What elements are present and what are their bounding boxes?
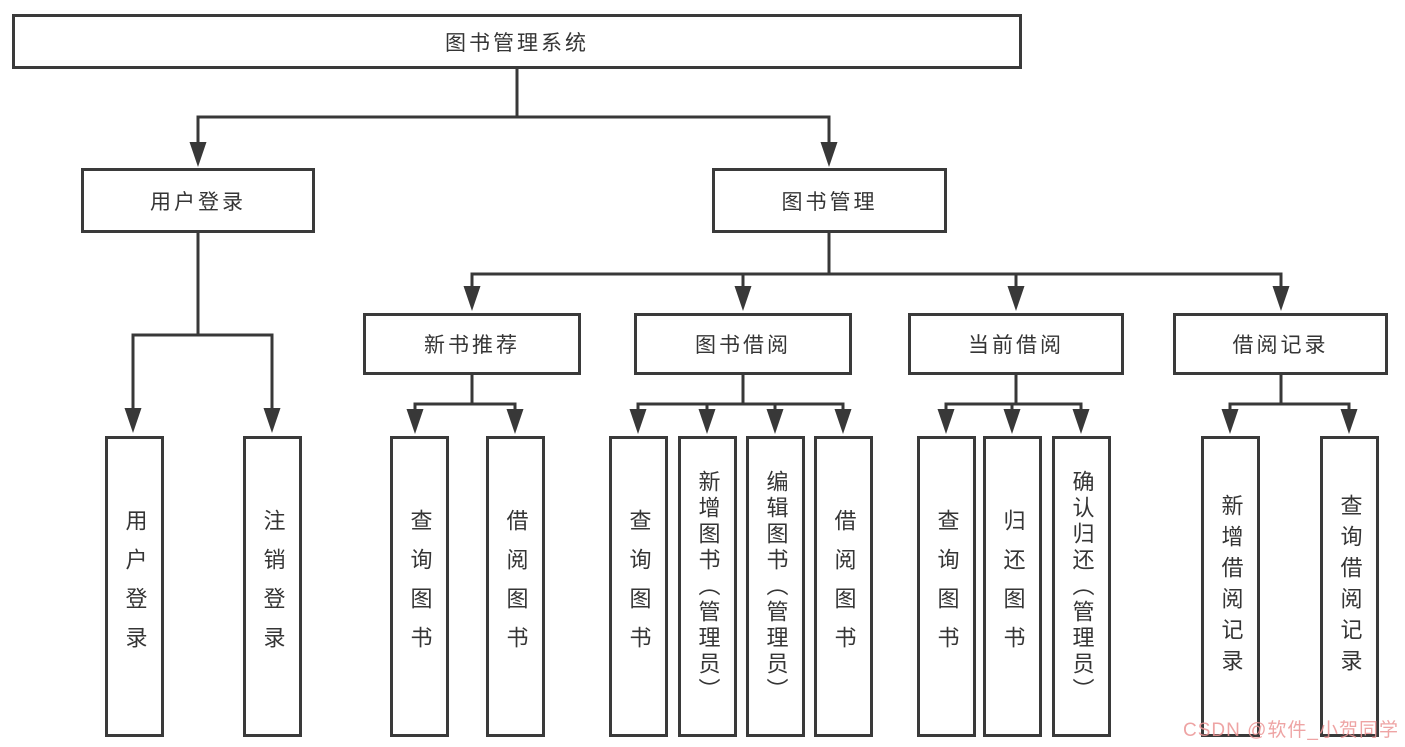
leaf-query-borrow-record: 查询借阅记录: [1320, 436, 1379, 737]
leaf-logout: 注销登录: [243, 436, 302, 737]
node-book-management: 图书管理: [712, 168, 947, 233]
leaf-borrow-book: 借阅图书: [814, 436, 873, 737]
watermark: CSDN @软件_小贺同学: [1183, 720, 1399, 741]
node-borrow-records-label: 借阅记录: [1232, 334, 1329, 357]
leaf-logout-label: 注销登录: [260, 508, 286, 665]
node-user-login: 用户登录: [81, 168, 315, 233]
leaf-borrow-book-recommend-label: 借阅图书: [503, 508, 529, 665]
node-current-borrowing-label: 当前借阅: [968, 334, 1064, 357]
leaf-query-book-borrowing-label: 查询图书: [626, 508, 652, 665]
leaf-edit-book-admin: 编辑图书（管理员）: [746, 436, 805, 737]
node-new-book-recommend-label: 新书推荐: [424, 334, 520, 357]
leaf-user-login-label: 用户登录: [122, 508, 148, 665]
leaf-user-login: 用户登录: [105, 436, 164, 737]
node-borrow-records: 借阅记录: [1173, 313, 1388, 375]
leaf-add-borrow-record: 新增借阅记录: [1201, 436, 1260, 737]
node-new-book-recommend: 新书推荐: [363, 313, 581, 375]
leaf-add-book-admin-label: 新增图书（管理员）: [695, 469, 721, 704]
leaf-return-book-label: 归还图书: [1000, 508, 1026, 665]
leaf-query-book-current: 查询图书: [917, 436, 976, 737]
leaf-return-book: 归还图书: [983, 436, 1042, 737]
node-book-borrowing-label: 图书借阅: [695, 334, 791, 357]
node-root-system: 图书管理系统: [12, 14, 1022, 69]
leaf-query-borrow-record-label: 查询借阅记录: [1337, 493, 1363, 680]
leaf-edit-book-admin-label: 编辑图书（管理员）: [763, 469, 789, 704]
leaf-query-book-recommend: 查询图书: [390, 436, 449, 737]
node-root-label: 图书管理系统: [445, 31, 589, 55]
leaf-borrow-book-label: 借阅图书: [831, 508, 857, 665]
leaf-add-borrow-record-label: 新增借阅记录: [1218, 493, 1244, 680]
leaf-query-book-current-label: 查询图书: [934, 508, 960, 665]
arrowheads: [124, 142, 1358, 434]
node-user-login-label: 用户登录: [150, 190, 246, 214]
leaf-confirm-return-admin-label: 确认归还（管理员）: [1069, 469, 1095, 704]
leaf-query-book-recommend-label: 查询图书: [407, 508, 433, 665]
leaf-borrow-book-recommend: 借阅图书: [486, 436, 545, 737]
leaf-query-book-borrowing: 查询图书: [609, 436, 668, 737]
node-book-borrowing: 图书借阅: [634, 313, 852, 375]
leaf-confirm-return-admin: 确认归还（管理员）: [1052, 436, 1111, 737]
node-book-management-label: 图书管理: [781, 190, 878, 214]
node-current-borrowing: 当前借阅: [908, 313, 1124, 375]
leaf-add-book-admin: 新增图书（管理员）: [678, 436, 737, 737]
